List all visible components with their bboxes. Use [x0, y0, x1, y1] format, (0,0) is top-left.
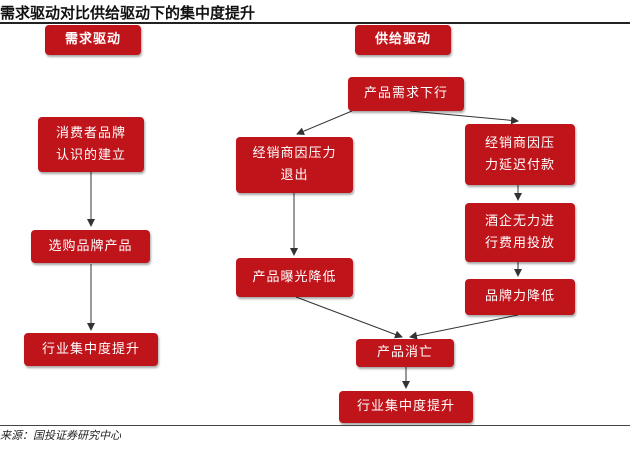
demand-driven-header: 需求驱动	[45, 25, 141, 55]
arrow-top-to-left1	[296, 110, 353, 135]
distributor-exit-box: 经销商因压力 退出	[236, 137, 353, 193]
top-rule	[0, 22, 630, 24]
arrow-top-to-right1	[409, 110, 519, 125]
source-note: 来源：国投证券研究中心	[0, 429, 121, 442]
arrow-left2-to-merge	[295, 296, 403, 339]
bottom-rule	[0, 425, 630, 426]
brand-power-decline-box: 品牌力降低	[465, 279, 575, 315]
demand-industry-concentration-box: 行业集中度提升	[24, 333, 158, 366]
figure-title: 需求驱动对比供给驱动下的集中度提升	[0, 4, 256, 22]
supply-driven-header: 供给驱动	[355, 25, 451, 55]
distributor-delay-payment-box: 经销商因压 力延迟付款	[465, 124, 575, 185]
brand-recognition-box: 消费者品牌 认识的建立	[38, 117, 144, 172]
liquor-firm-spend-cut-box: 酒企无力进 行费用投放	[465, 203, 575, 262]
choose-brand-products-box: 选购品牌产品	[31, 230, 150, 263]
product-demise-box: 产品消亡	[356, 339, 454, 367]
supply-industry-concentration-box: 行业集中度提升	[339, 391, 473, 423]
demand-decline-box: 产品需求下行	[348, 77, 464, 111]
arrow-right3-to-merge	[409, 314, 519, 340]
product-exposure-decline-box: 产品曝光降低	[236, 258, 353, 297]
